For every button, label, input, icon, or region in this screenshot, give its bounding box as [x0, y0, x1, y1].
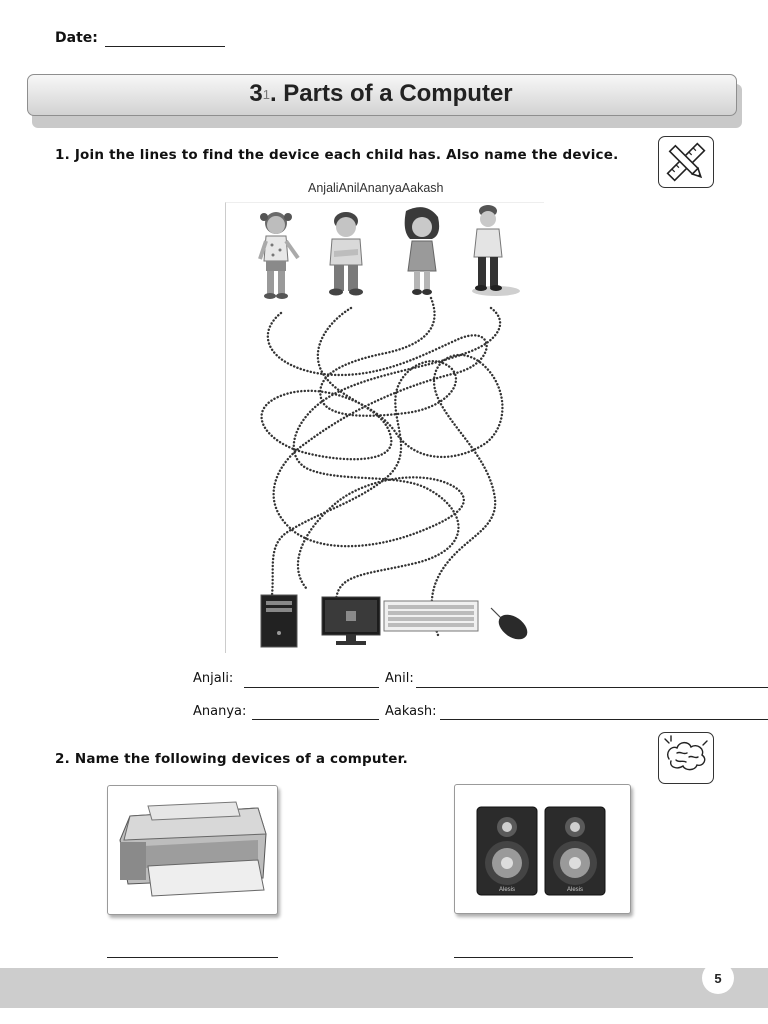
answer-label-ananya: Ananya: [193, 704, 247, 719]
printer-image [119, 801, 267, 897]
answer-label-aakash: Aakash: [385, 704, 437, 719]
maze-paths [260, 296, 504, 645]
child-ananya [404, 207, 440, 295]
pencil-ruler-icon [658, 136, 714, 188]
answer-field-ananya[interactable] [252, 719, 379, 720]
speakers-image: Alesis Alesis [476, 806, 606, 896]
cpu-tower-image [260, 594, 298, 648]
maze-image [225, 202, 544, 653]
footer-band [0, 968, 768, 1008]
speakers-image-frame: Alesis Alesis [454, 784, 631, 914]
mouse-image [490, 607, 528, 640]
question-2: 2. Name the following devices of a compu… [55, 751, 408, 767]
answer-field-anjali[interactable] [244, 687, 379, 688]
answer-label-anil: Anil: [385, 671, 414, 686]
chapter-number: 3 [249, 80, 263, 107]
monitor-image [321, 596, 381, 645]
question-1-text: Join the lines to find the device each c… [74, 147, 619, 163]
date-label: Date: [55, 30, 98, 46]
question-2-text: Name the following devices of a computer… [74, 751, 408, 767]
brain-icon [658, 732, 714, 784]
date-field[interactable] [105, 46, 225, 47]
child-aakash [472, 205, 520, 296]
child-anjali [258, 212, 300, 299]
speaker-brand-right: Alesis [567, 887, 583, 893]
question-2-number: 2. [55, 751, 70, 767]
answer-field-aakash[interactable] [440, 719, 768, 720]
answer-label-anjali: Anjali: [193, 671, 234, 686]
chapter-title: . Parts of a Computer [269, 80, 513, 107]
answer-field-speakers[interactable] [454, 957, 633, 958]
keyboard-image [383, 600, 479, 632]
title-banner [27, 74, 737, 116]
answer-field-anil[interactable] [416, 687, 768, 688]
printer-image-frame [107, 785, 278, 915]
chapter-sub-number: 1 [262, 86, 270, 102]
speaker-brand-left: Alesis [499, 887, 515, 893]
child-anil [329, 212, 363, 296]
answer-field-printer[interactable] [107, 957, 278, 958]
question-1: 1. Join the lines to find the device eac… [55, 147, 618, 163]
question-1-number: 1. [55, 147, 70, 163]
children-names: AnjaliAnilAnanyaAakash [308, 181, 444, 195]
page-number: 5 [702, 962, 734, 994]
